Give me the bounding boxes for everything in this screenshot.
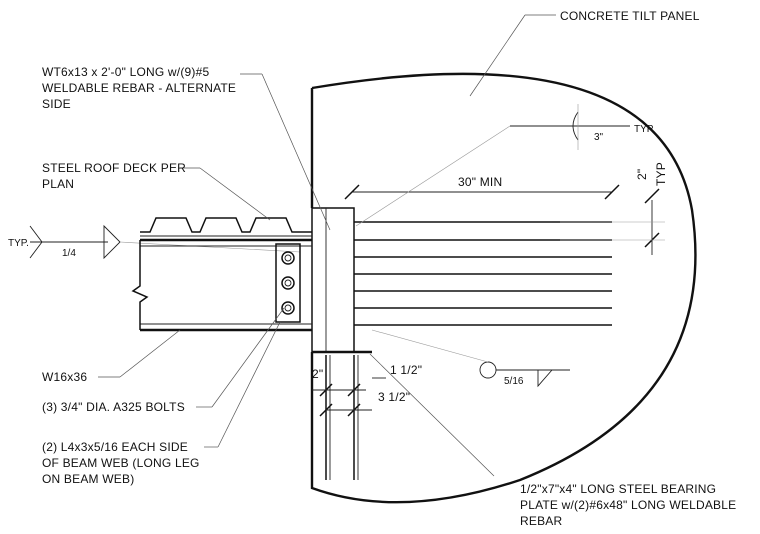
dim-tick-top-right bbox=[644, 188, 660, 204]
weld-symbol-top bbox=[572, 111, 579, 141]
leader-beam-2 bbox=[119, 329, 181, 378]
weld-typ-left: TYP. bbox=[8, 238, 29, 249]
leader-deck-2 bbox=[199, 167, 271, 221]
bolt-1 bbox=[281, 251, 295, 265]
leader-wt-2 bbox=[261, 73, 331, 231]
leader-panel-2 bbox=[469, 14, 526, 97]
bolt-group bbox=[281, 251, 295, 315]
label-panel: CONCRETE TILT PANEL bbox=[560, 9, 700, 23]
dim-tick-right bbox=[604, 184, 620, 200]
weld-tri-lower bbox=[537, 369, 553, 388]
bolt-2-inner bbox=[284, 279, 292, 287]
dim-spacing: 2" bbox=[635, 169, 649, 180]
leader-angles-2 bbox=[217, 321, 281, 448]
clip-angle bbox=[275, 243, 301, 323]
label-deck-1: STEEL ROOF DECK PER bbox=[42, 161, 186, 175]
label-plate-3: REBAR bbox=[520, 514, 562, 528]
label-angles-2: OF BEAM WEB (LONG LEG bbox=[42, 456, 200, 470]
dim-tick-left bbox=[344, 184, 360, 200]
panel-outline bbox=[310, 72, 697, 504]
weld-leader-top bbox=[355, 125, 511, 227]
dim-30-min: 30" MIN bbox=[458, 175, 502, 189]
label-angles-1: (2) L4x3x5/16 EACH SIDE bbox=[42, 440, 188, 454]
bolt-3 bbox=[281, 301, 295, 315]
weld-leader-left bbox=[119, 241, 301, 253]
weld-516: 5/16 bbox=[504, 376, 524, 387]
rebar-group bbox=[354, 221, 612, 326]
wt-embed bbox=[311, 207, 355, 353]
roof-deck bbox=[140, 217, 312, 233]
label-angles-3: ON BEAM WEB) bbox=[42, 472, 134, 486]
weld-leader-lower bbox=[371, 329, 489, 363]
beam-break bbox=[131, 240, 149, 330]
label-wt-1: WT6x13 x 2'-0" LONG w/(9)#5 bbox=[42, 65, 209, 79]
bolt-2 bbox=[281, 276, 295, 290]
label-plate-2: PLATE w/(2)#6x48" LONG WELDABLE bbox=[520, 498, 736, 512]
weld-all-around bbox=[479, 361, 497, 379]
dim-1-12: 1 1/2" bbox=[390, 363, 422, 377]
label-bolts: (3) 3/4" DIA. A325 BOLTS bbox=[42, 400, 185, 414]
weld-triangle-left bbox=[103, 224, 121, 260]
label-plate-1: 1/2"x7"x4" LONG STEEL BEARING bbox=[520, 482, 716, 496]
dim-2: 2" bbox=[312, 367, 323, 381]
weld-arrow-left bbox=[29, 225, 43, 259]
bolt-3-inner bbox=[284, 304, 292, 312]
dim-spacing-typ: TYP bbox=[654, 162, 668, 186]
bolt-1-inner bbox=[284, 254, 292, 262]
weld-3-typ: TYP bbox=[634, 124, 654, 135]
label-beam: W16x36 bbox=[42, 370, 87, 384]
dim-3-12: 3 1/2" bbox=[378, 390, 410, 404]
weld-14: 1/4 bbox=[62, 248, 76, 259]
label-wt-3: SIDE bbox=[42, 97, 71, 111]
leader-plate bbox=[369, 353, 495, 477]
leader-bolts-2 bbox=[211, 307, 285, 408]
weld-3: 3" bbox=[594, 132, 604, 143]
label-deck-2: PLAN bbox=[42, 177, 74, 191]
label-wt-2: WELDABLE REBAR - ALTERNATE bbox=[42, 81, 236, 95]
